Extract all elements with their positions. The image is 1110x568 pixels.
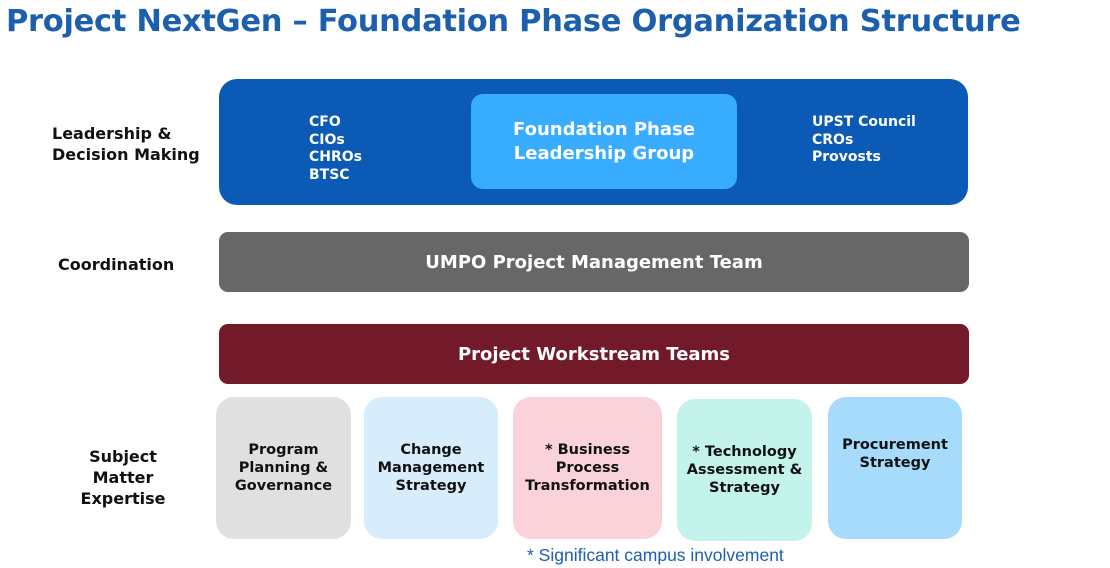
leadership-left-item: BTSC: [309, 166, 350, 183]
workstream-card-label: * Technology Assessment & Strategy: [686, 444, 803, 496]
workstream-bar: Project Workstream Teams: [219, 324, 969, 384]
leadership-right-item: CROs: [812, 131, 854, 148]
workstream-card-label: Program Planning & Governance: [234, 442, 333, 494]
leadership-right-item: Provosts: [812, 149, 881, 165]
workstream-card-label: Procurement Strategy: [842, 437, 948, 471]
footnote: * Significant campus involvement: [527, 545, 784, 565]
leadership-left-item: CIOs: [309, 131, 345, 148]
row-label-leadership: Leadership & Decision Making: [52, 124, 200, 164]
workstream-card-technology: * Technology Assessment & Strategy: [677, 399, 812, 541]
coordination-bar: UMPO Project Management Team: [219, 232, 969, 292]
workstream-card-procurement: Procurement Strategy: [828, 397, 962, 539]
leadership-group-box: Foundation Phase Leadership Group: [471, 94, 737, 189]
workstream-card-label: * Business Process Transformation: [525, 442, 650, 494]
workstream-card-business-process: * Business Process Transformation: [513, 397, 662, 539]
leadership-right-item: UPST Council: [812, 114, 916, 130]
page-title: Project NextGen – Foundation Phase Organ…: [6, 4, 1021, 39]
workstream-card-program-planning: Program Planning & Governance: [216, 397, 351, 539]
workstream-card-label: Change Management Strategy: [377, 442, 485, 494]
coordination-bar-label: UMPO Project Management Team: [425, 251, 763, 273]
workstream-card-change-management: Change Management Strategy: [364, 397, 498, 539]
leadership-box: CFO CIOs CHROs BTSC Foundation Phase Lea…: [219, 79, 968, 205]
row-label-subject-matter-expertise: Subject Matter Expertise: [80, 447, 166, 508]
leadership-group-label: Foundation Phase Leadership Group: [513, 118, 695, 164]
leadership-left-item: CFO: [309, 114, 341, 130]
leadership-left-list: CFO CIOs CHROs BTSC: [309, 114, 362, 184]
leadership-right-list: UPST Council CROs Provosts: [812, 114, 916, 167]
row-label-coordination: Coordination: [58, 255, 175, 274]
workstream-bar-label: Project Workstream Teams: [457, 343, 731, 365]
leadership-left-item: CHROs: [309, 149, 363, 165]
